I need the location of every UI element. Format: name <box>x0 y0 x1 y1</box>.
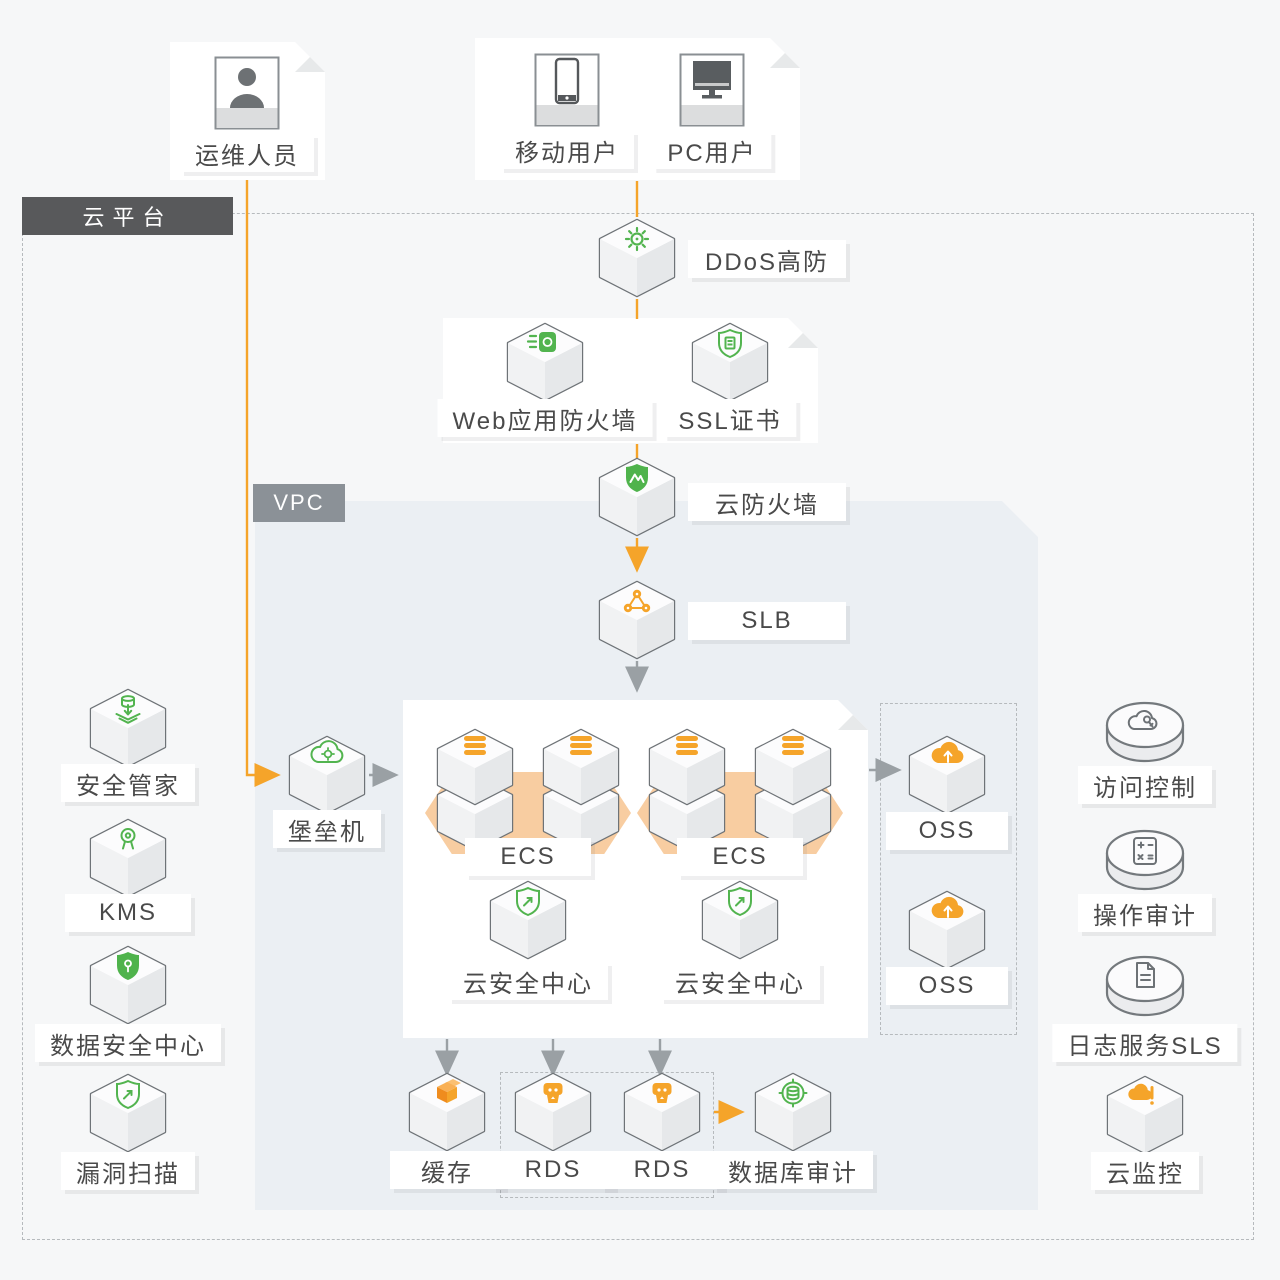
node-vulnerability-scan-label: 漏洞扫描 <box>61 1152 195 1190</box>
node-action-audit <box>1097 825 1193 905</box>
mobile-user-label: 移动用户 <box>500 131 634 169</box>
node-csc2 <box>700 880 780 960</box>
node-oss2 <box>907 890 987 970</box>
node-ecs1-label: ECS <box>465 838 591 876</box>
node-ecs2-label: ECS <box>677 838 803 876</box>
database-icon <box>543 1083 563 1103</box>
cloud-alert-icon <box>1128 1083 1154 1105</box>
node-slb-label: SLB <box>688 602 846 640</box>
shield-scan-icon <box>116 1079 140 1110</box>
node-kms-label: KMS <box>65 894 191 932</box>
server-cluster-icon <box>542 728 620 852</box>
rds-group-box <box>500 1072 714 1198</box>
node-oss2-label: OSS <box>886 967 1008 1005</box>
node-log-service <box>1097 951 1193 1031</box>
pc-user-label: PC用户 <box>652 131 772 169</box>
node-cache-label: 缓存 <box>390 1151 504 1189</box>
cloud-key-icon <box>1127 710 1158 730</box>
key-badge-icon <box>120 828 136 850</box>
node-data-security-center-label: 数据安全中心 <box>35 1024 221 1062</box>
shield-arrow-icon <box>728 886 752 917</box>
cloud-upload-icon <box>931 896 964 918</box>
phone-icon <box>534 53 600 127</box>
node-csc1 <box>488 880 568 960</box>
node-ddos-label: DDoS高防 <box>688 240 846 278</box>
oss-group-box <box>880 703 1017 1035</box>
server-cluster-icon <box>754 728 832 852</box>
cloud-platform-tag: 云平台 <box>22 197 233 235</box>
cloud-upload-icon <box>931 741 964 763</box>
certificate-shield-icon <box>718 328 742 359</box>
node-csc1-label: 云安全中心 <box>448 962 608 1000</box>
monitor-icon <box>679 53 745 127</box>
node-cache <box>407 1072 487 1152</box>
gear-icon <box>624 226 650 252</box>
database-audit-icon <box>778 1078 808 1108</box>
node-bastion-label: 堡垒机 <box>273 810 381 848</box>
load-balancer-icon <box>623 589 651 613</box>
node-rds2 <box>622 1072 702 1152</box>
server-cluster-icon <box>436 728 514 852</box>
node-csc2-label: 云安全中心 <box>660 962 820 1000</box>
node-oss1-label: OSS <box>886 812 1008 850</box>
node-log-service-label: 日志服务SLS <box>1052 1024 1238 1062</box>
node-slb <box>597 580 677 660</box>
node-oss1 <box>907 735 987 815</box>
node-rds1 <box>513 1072 593 1152</box>
node-waf-label: Web应用防火墙 <box>437 399 653 437</box>
person-icon <box>214 56 280 130</box>
node-data-security-center <box>88 945 168 1025</box>
node-ddos <box>597 218 677 298</box>
node-ssl <box>690 322 770 402</box>
solid-shield-icon <box>117 952 139 980</box>
server-cluster-icon <box>648 728 726 852</box>
ops-user-node <box>214 56 280 130</box>
waf-icon <box>526 332 556 352</box>
pc-user-node <box>679 53 745 127</box>
node-waf <box>505 322 585 402</box>
node-cloud-monitor <box>1105 1075 1185 1155</box>
ops-user-label: 运维人员 <box>180 134 314 172</box>
node-rds1-label: RDS <box>492 1151 614 1189</box>
document-icon <box>1136 962 1155 988</box>
node-access-control-label: 访问控制 <box>1078 766 1212 804</box>
node-cloud-firewall-label: 云防火墙 <box>688 483 846 521</box>
cloud-gear-icon <box>310 740 344 763</box>
node-vulnerability-scan <box>88 1073 168 1153</box>
node-security-manager-label: 安全管家 <box>61 764 195 802</box>
node-db-audit <box>753 1072 833 1152</box>
node-access-control <box>1097 697 1193 777</box>
database-icon <box>652 1083 672 1103</box>
node-bastion <box>287 735 367 815</box>
node-db-audit-label: 数据库审计 <box>713 1151 873 1189</box>
database-download-icon <box>115 695 141 724</box>
shield-arrow-icon <box>516 886 540 917</box>
node-ssl-label: SSL证书 <box>663 399 797 437</box>
vpc-tag: VPC <box>253 484 345 522</box>
node-action-audit-label: 操作审计 <box>1078 894 1212 932</box>
calculator-icon <box>1133 837 1157 865</box>
mobile-user-node <box>534 53 600 127</box>
shield-icon <box>626 464 648 492</box>
node-rds2-label: RDS <box>601 1151 723 1189</box>
node-kms <box>88 818 168 898</box>
cache-box-icon <box>437 1079 461 1103</box>
wire-ops-to-bastion <box>245 180 281 787</box>
node-cloud-monitor-label: 云监控 <box>1091 1152 1199 1190</box>
node-security-manager <box>88 688 168 768</box>
node-cloud-firewall <box>597 457 677 537</box>
